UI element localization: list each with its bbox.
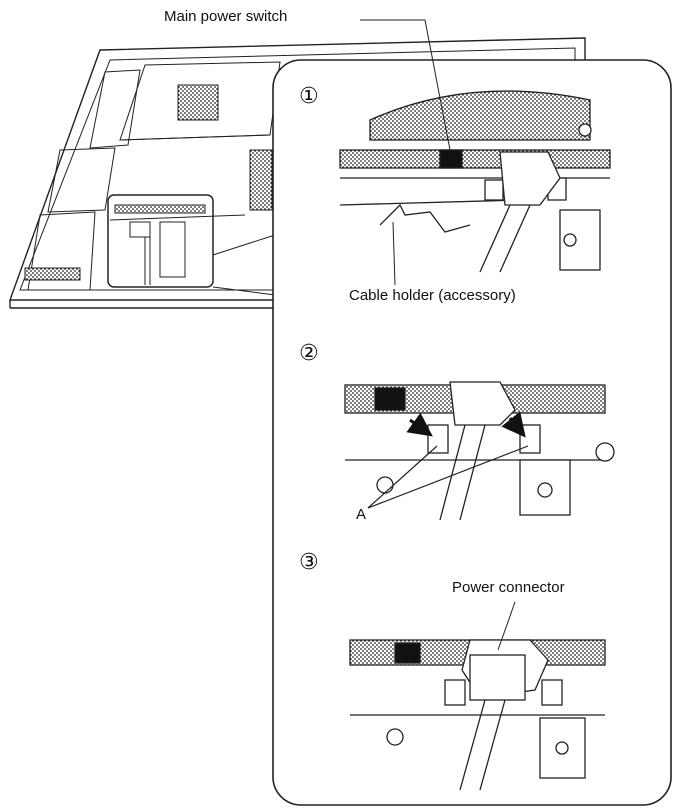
step-2-marker: ② [299,341,319,366]
cable-holder-label: Cable holder (accessory) [349,287,516,304]
main-power-switch-label: Main power switch [164,8,288,25]
step1-illustration [339,90,611,273]
step-3-marker: ③ [299,550,319,575]
step3-illustration [349,639,606,791]
step2-illustration [344,381,615,521]
step-1-marker: ① [299,84,319,109]
highlight-region [107,194,214,288]
point-a-label: A [356,506,367,523]
power-connector-label: Power connector [452,579,565,596]
main-power-switch [439,149,463,169]
